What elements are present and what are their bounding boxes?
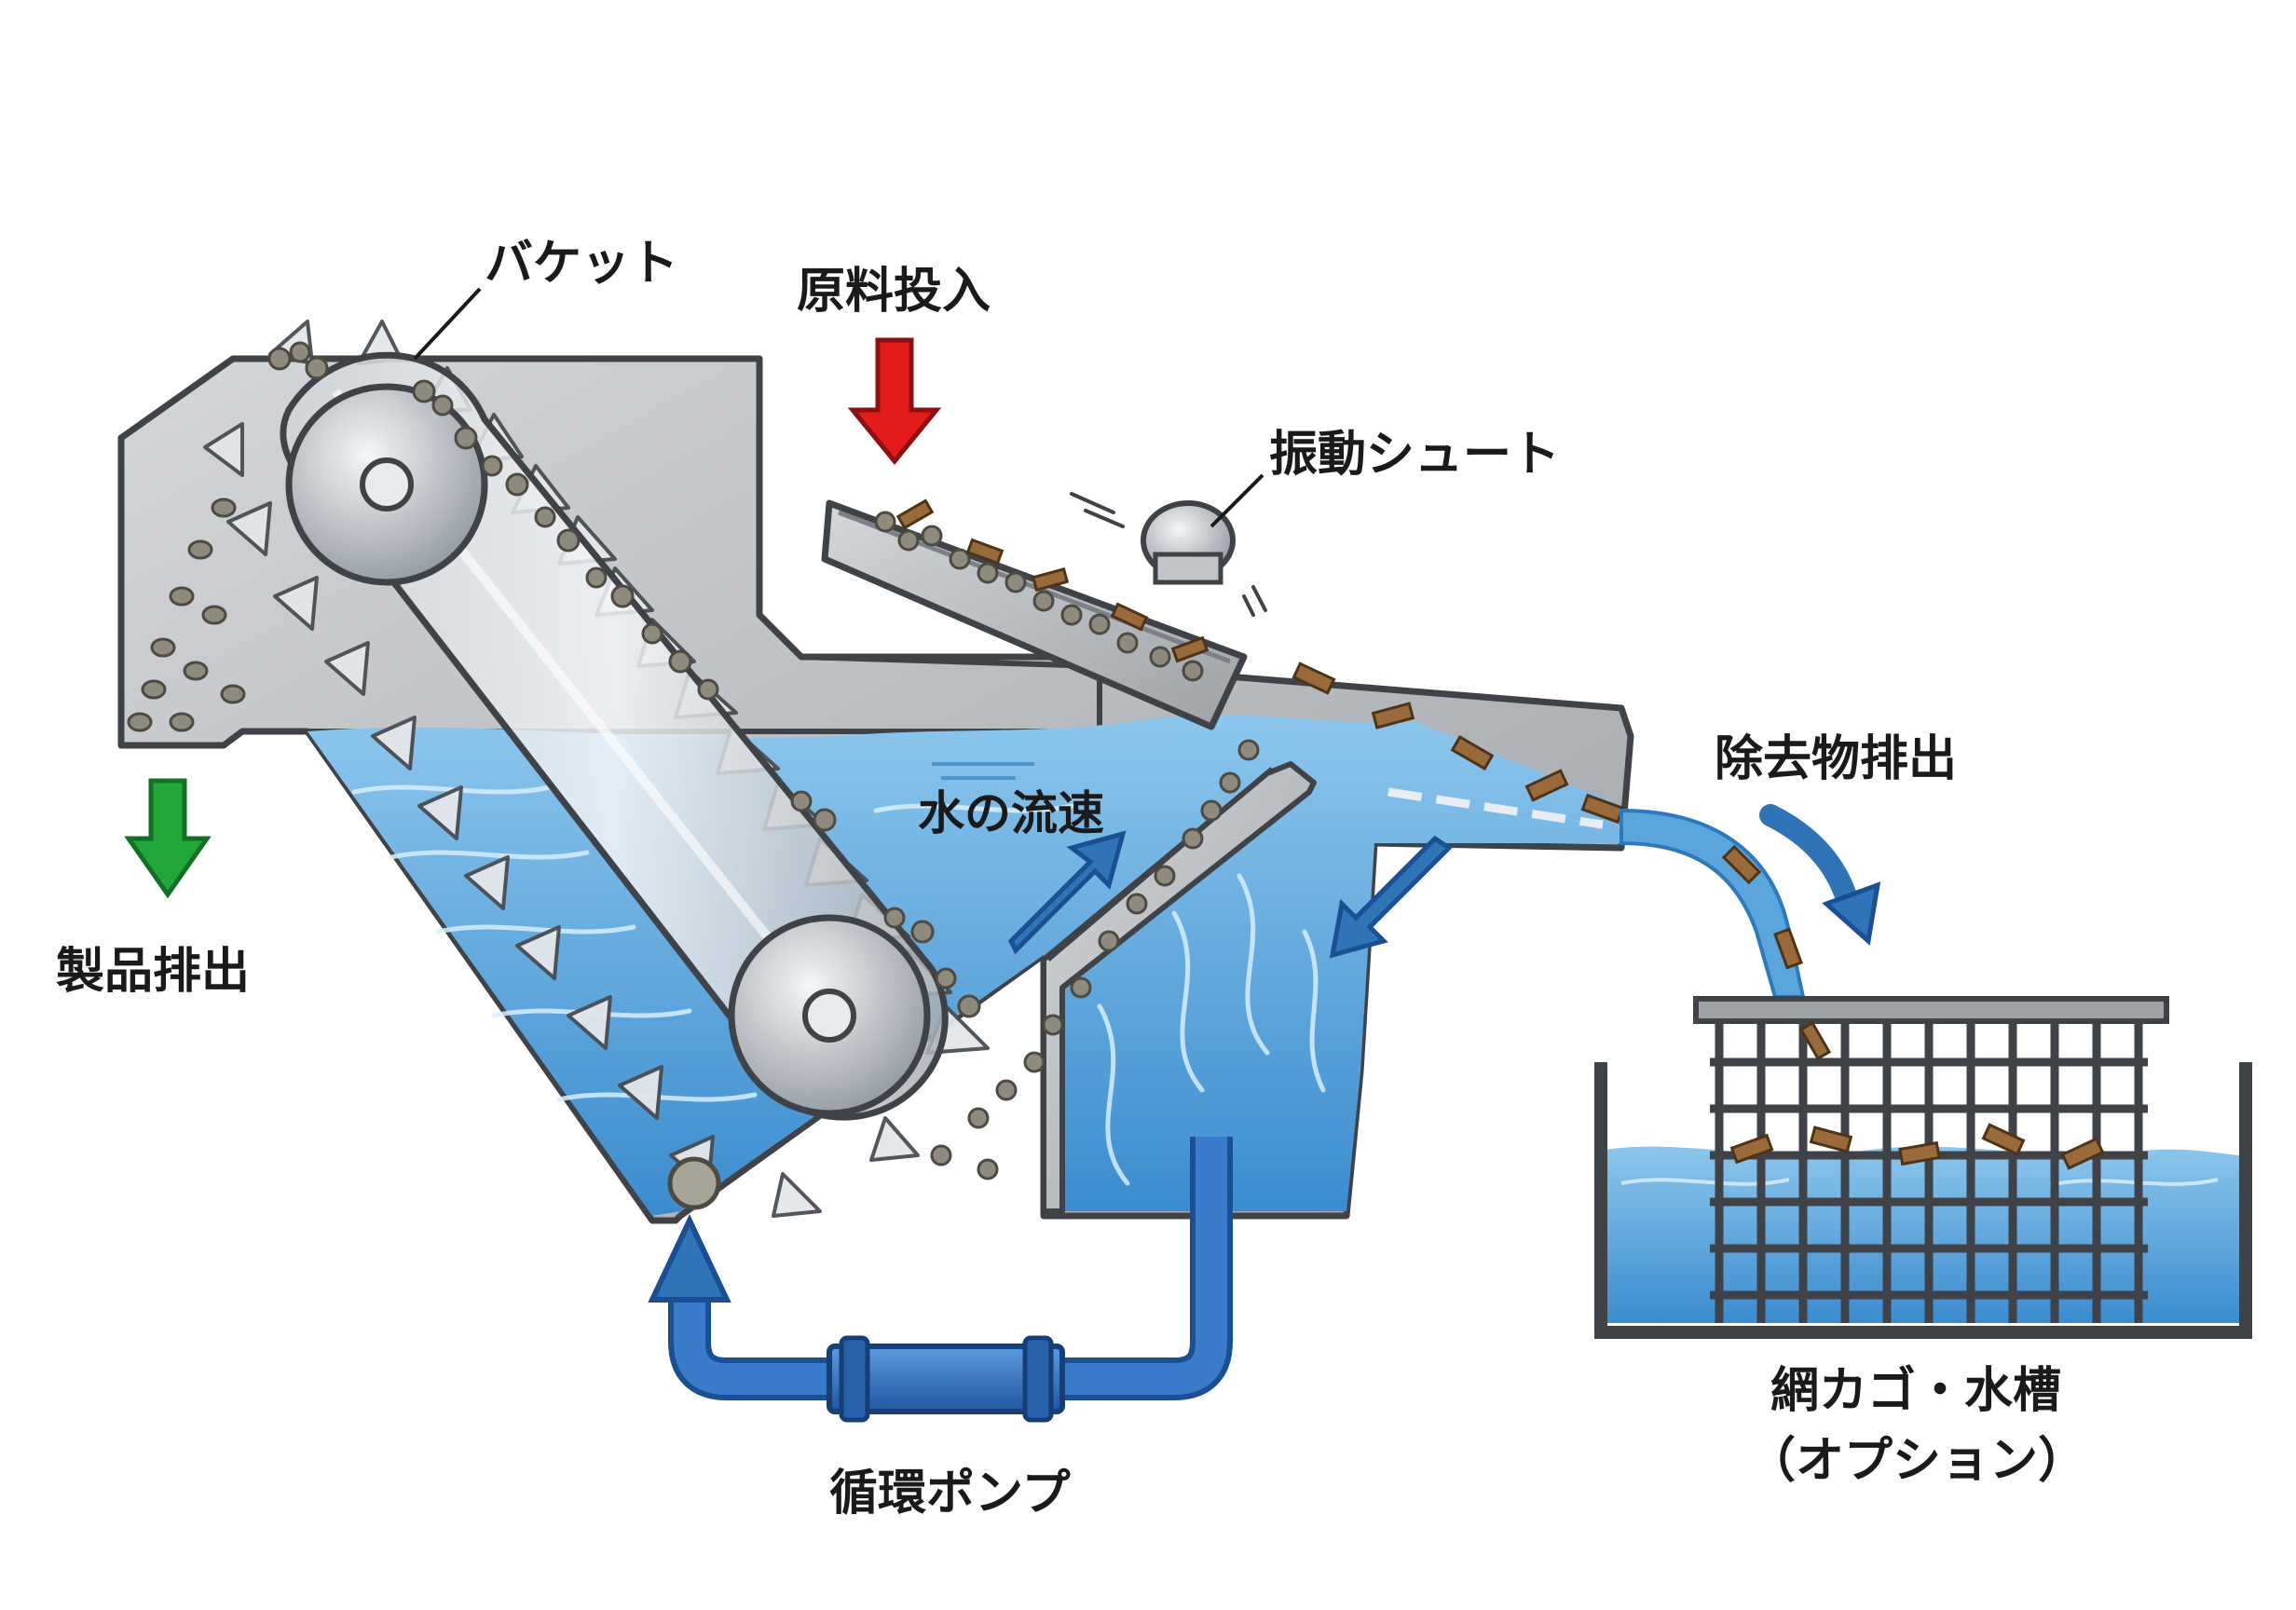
flow-up-arrow-icon bbox=[1007, 830, 1127, 955]
chute-leader-line bbox=[1210, 473, 1264, 528]
pump-body bbox=[827, 1335, 1065, 1423]
vibrating-chute bbox=[821, 492, 1267, 730]
label-removed-matter-discharge: 除去物排出 bbox=[1715, 731, 1957, 787]
floating-debris bbox=[1292, 662, 1625, 825]
discharge-arrow-icon bbox=[1759, 804, 1861, 920]
label-raw-material-input: 原料投入 bbox=[797, 264, 991, 320]
label-option: （オプション） bbox=[1747, 1433, 2086, 1489]
label-water-flow-speed: 水の流速 bbox=[918, 786, 1104, 840]
label-circulation-pump: 循環ポンプ bbox=[829, 1466, 1070, 1521]
label-net-basket-tank: 網カゴ・水槽 bbox=[1770, 1363, 2061, 1419]
bucket-elevator bbox=[203, 320, 990, 1218]
net-basket-tank bbox=[1594, 996, 2252, 1339]
down-arrow-red-icon bbox=[847, 337, 942, 465]
flow-down-arrow-icon bbox=[1329, 835, 1453, 959]
discharge-stream bbox=[1620, 808, 1806, 999]
down-arrow-green-icon bbox=[124, 778, 212, 899]
screen-mesh bbox=[1387, 787, 1604, 829]
label-product-discharge: 製品排出 bbox=[56, 944, 250, 1000]
rising-pebbles bbox=[930, 739, 1260, 1180]
sinking-stone bbox=[667, 1156, 721, 1210]
up-arrow-icon bbox=[648, 1213, 731, 1303]
label-vibrating-chute: 振動シュート bbox=[1269, 427, 1560, 483]
product-pebbles bbox=[127, 498, 246, 732]
bucket-leader-line bbox=[413, 287, 482, 361]
return-pipe bbox=[668, 1137, 1233, 1400]
label-bucket: バケット bbox=[485, 236, 678, 292]
